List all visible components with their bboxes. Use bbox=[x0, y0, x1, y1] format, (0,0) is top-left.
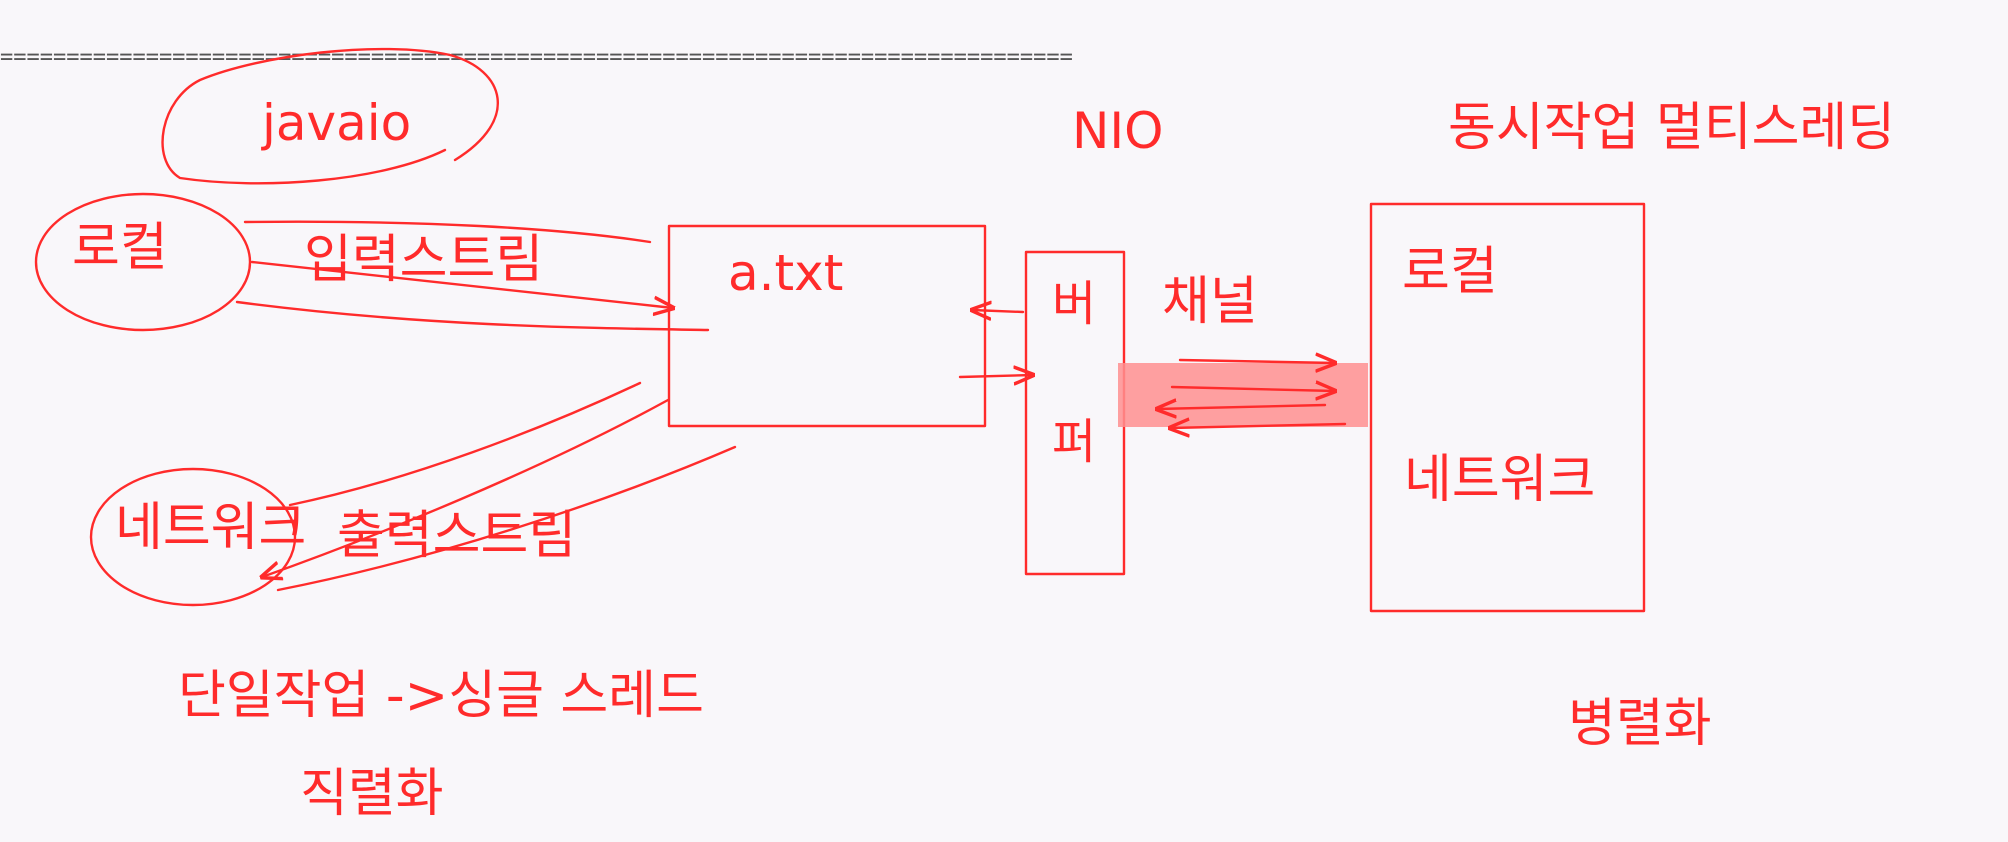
label-single-task: 단일작업 ->싱글 스레드 bbox=[178, 666, 704, 726]
channel-arrow-right-2 bbox=[1170, 387, 1335, 391]
label-serialization: 직렬화 bbox=[300, 764, 444, 824]
label-parallelization: 병렬화 bbox=[1568, 694, 1712, 754]
input-stream-arrow bbox=[250, 260, 673, 308]
channel-highlight bbox=[1118, 363, 1368, 427]
label-local-left: 로컬 bbox=[72, 218, 168, 278]
output-stream-stroke-1 bbox=[288, 381, 642, 507]
output-stream-stroke-3 bbox=[276, 445, 737, 592]
file-to-buffer-arrow bbox=[958, 375, 1033, 377]
label-buffer-bottom: 퍼 bbox=[1052, 414, 1097, 470]
file-box bbox=[667, 224, 987, 428]
label-nio: NIO bbox=[1072, 102, 1164, 160]
label-file: a.txt bbox=[728, 244, 844, 302]
buffer-to-file-arrow bbox=[972, 310, 1025, 312]
channel-arrow-right-1 bbox=[1178, 360, 1335, 363]
label-javaio: javaio bbox=[262, 94, 412, 152]
label-network-right: 네트워크 bbox=[1404, 450, 1596, 510]
target-box bbox=[1369, 202, 1646, 613]
divider-line: ========================================… bbox=[0, 45, 1073, 70]
label-output-stream: 출력스트림 bbox=[337, 506, 577, 566]
label-local-right: 로컬 bbox=[1402, 242, 1498, 302]
label-network-left: 네트워크 bbox=[115, 498, 307, 558]
network-ellipse-left bbox=[89, 467, 297, 607]
input-stream-stroke-bottom bbox=[235, 300, 710, 332]
local-ellipse-left bbox=[34, 192, 252, 332]
channel-arrow-left-1 bbox=[1157, 405, 1327, 409]
label-channel: 채널 bbox=[1162, 272, 1258, 332]
label-input-stream: 입력스트림 bbox=[304, 230, 544, 290]
javaio-circle bbox=[161, 47, 499, 185]
label-concurrent-multithreading: 동시작업 멀티스레딩 bbox=[1448, 98, 1896, 158]
channel-arrow-left-2 bbox=[1170, 424, 1347, 428]
output-stream-arrow bbox=[262, 398, 670, 577]
input-stream-stroke-top bbox=[243, 220, 652, 244]
label-buffer-top: 버 bbox=[1052, 276, 1097, 332]
